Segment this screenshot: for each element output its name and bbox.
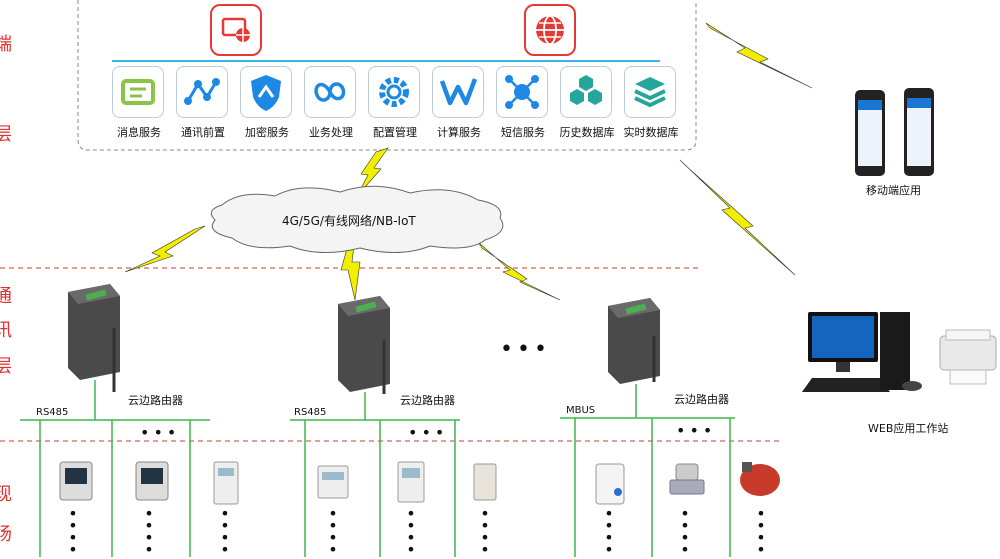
mobile-devices	[855, 88, 934, 176]
service-label: 实时数据库	[623, 126, 679, 139]
service-label: 业务处理	[309, 126, 353, 139]
service-label: 历史数据库	[559, 126, 615, 139]
service-sms: 短信服务	[496, 66, 550, 139]
database-stack-icon	[624, 66, 676, 118]
wireless-links	[124, 22, 813, 301]
globe-icon	[524, 4, 576, 56]
service-label: 配置管理	[373, 126, 417, 139]
bolt-cloud-router1	[124, 225, 206, 273]
meter-device	[473, 463, 497, 501]
device-ellipsis: ••••	[480, 504, 490, 559]
field-buses	[20, 380, 735, 557]
tier-side-label: 讯	[0, 320, 12, 341]
meter-device	[595, 463, 625, 505]
network-cloud-label: 4G/5G/有线网络/NB-IoT	[282, 214, 416, 228]
device-ellipsis: ••••	[144, 504, 154, 559]
service-message: 消息服务	[112, 66, 166, 139]
router-label: 云边路由器	[674, 393, 729, 406]
network-cloud	[210, 185, 504, 254]
bus-ellipsis: •••	[140, 423, 181, 442]
device-ellipsis: ••••	[680, 504, 690, 559]
device-ellipsis: ••••	[604, 504, 614, 559]
network-icon	[176, 66, 228, 118]
service-business: 业务处理	[304, 66, 358, 139]
service-realtime-db: 实时数据库	[624, 66, 679, 139]
field-devices	[59, 461, 780, 505]
message-icon	[112, 66, 164, 118]
service-label: 加密服务	[245, 126, 289, 139]
bolt-platform-mobile	[705, 22, 813, 89]
meter-device	[317, 465, 349, 499]
tier-side-label: 场	[0, 524, 12, 545]
device-ellipsis: ••••	[756, 504, 766, 559]
router-label: 云边路由器	[128, 394, 183, 407]
sms-hub-icon	[496, 66, 548, 118]
router-2	[338, 296, 390, 394]
gear-icon	[368, 66, 420, 118]
bus-label: MBUS	[566, 405, 596, 416]
shield-icon	[240, 66, 292, 118]
database-hex-icon	[560, 66, 612, 118]
monitor-globe-icon	[210, 4, 262, 56]
service-history-db: 历史数据库	[560, 66, 615, 139]
w-icon	[432, 66, 484, 118]
bus-label: RS485	[294, 407, 327, 418]
bus-ellipsis: •••	[676, 421, 717, 440]
device-ellipsis: ••••	[406, 504, 416, 559]
tier-side-label: 层	[0, 124, 12, 145]
flowmeter-device	[675, 463, 699, 481]
bolt-platform-web	[679, 159, 796, 276]
tier-side-label: 现	[0, 484, 12, 505]
bus-ellipsis: •••	[408, 423, 449, 442]
router-1	[68, 284, 120, 392]
platform-container	[77, 0, 697, 151]
device-ellipsis: ••••	[68, 504, 78, 559]
router-3	[608, 298, 660, 384]
bus-label: RS485	[36, 407, 69, 418]
mobile-label: 移动端应用	[866, 184, 921, 197]
router-ellipsis: •••	[500, 337, 551, 362]
service-compute: 计算服务	[432, 66, 486, 139]
service-config: 配置管理	[368, 66, 422, 139]
service-label: 计算服务	[437, 126, 481, 139]
service-comm-frontend: 通讯前置	[176, 66, 230, 139]
device-ellipsis: ••••	[328, 504, 338, 559]
loop-icon	[304, 66, 356, 118]
bolt-platform-cloud	[356, 147, 389, 197]
router-label: 云边路由器	[400, 394, 455, 407]
service-encryption: 加密服务	[240, 66, 294, 139]
web-workstation-label: WEB应用工作站	[868, 422, 949, 435]
service-label: 消息服务	[117, 126, 161, 139]
device-ellipsis: ••••	[220, 504, 230, 559]
tier-side-label: 端	[0, 34, 12, 55]
tier-side-label: 层	[0, 356, 12, 377]
bolt-cloud-router3	[477, 241, 561, 301]
service-label: 短信服务	[501, 126, 545, 139]
service-label: 通讯前置	[181, 126, 225, 139]
web-workstation	[802, 312, 997, 392]
tier-side-label: 通	[0, 286, 12, 307]
